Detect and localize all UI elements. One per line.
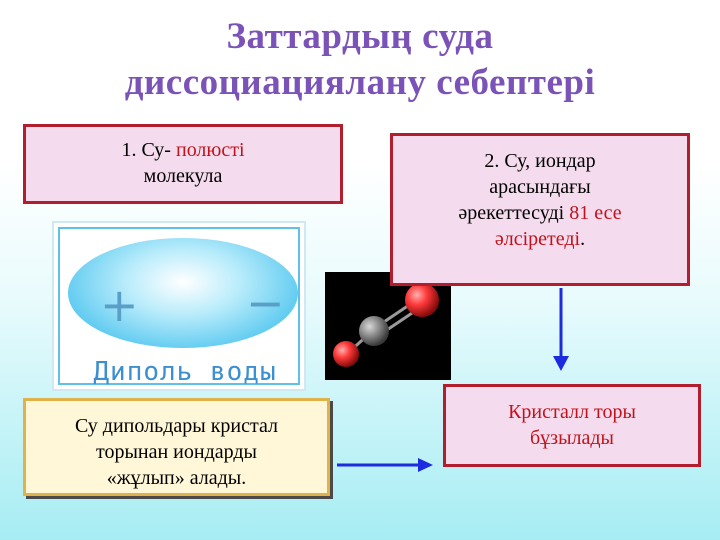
title-line-1: Заттардың суда [226, 16, 494, 57]
box4-line-2: торынан иондарды [95, 441, 257, 463]
box2-line-3-prefix: әрекеттесуді [458, 202, 570, 224]
dipole-ellipse: + − [68, 238, 298, 348]
minus-sign-icon: − [246, 276, 285, 330]
box2-line-2: арасындағы [489, 176, 591, 198]
box1-line-2: молекула [143, 165, 223, 187]
box2-line-3: әрекеттесуді 81 есе [393, 200, 687, 226]
box4-line-3: «жұлып» алады. [106, 467, 247, 489]
box2-line-1: 2. Су, иондар [484, 150, 596, 172]
arrow-right-icon [337, 458, 433, 472]
box1-highlight: полюсті [175, 139, 245, 161]
box1-prefix: 1. Су- [121, 139, 176, 161]
water-dipole-image: + − Диполь воды [52, 221, 306, 391]
box2-line-4: әлсіретеді. [393, 226, 687, 252]
arrow-down-icon [553, 288, 569, 371]
molecule-model-icon [325, 272, 451, 380]
title-line-2: диссоциациялану себептері [124, 62, 596, 103]
slide-title: Заттардың суда диссоциациялану себептері [0, 14, 720, 106]
carbon-atom [359, 316, 389, 346]
box2-line-3-highlight: 81 есе [569, 202, 622, 224]
dipole-frame: + − Диполь воды [58, 227, 300, 387]
molecule-svg [333, 283, 439, 367]
box3-line-2: бұзылады [530, 427, 614, 449]
interaction-weakening-box: 2. Су, иондар арасындағы әрекеттесуді 81… [390, 133, 690, 286]
box2-line-4-suffix: . [580, 228, 586, 250]
box3-line-1: Кристалл торы [508, 401, 636, 423]
dipole-caption: Диполь воды [93, 357, 277, 387]
crystal-breaks-box: Кристалл торы бұзылады [443, 384, 701, 467]
plus-sign-icon: + [100, 278, 139, 332]
oxygen-atom [405, 283, 439, 317]
polar-molecule-line-1: 1. Су- полюсті [26, 137, 340, 163]
box4-line-1: Су дипольдары кристал [74, 415, 279, 437]
box2-line-4-highlight: әлсіретеді [494, 228, 581, 250]
polar-molecule-box: 1. Су- полюсті молекула [23, 124, 343, 204]
dipoles-pull-ions-box: Су дипольдары кристал торынан иондарды «… [23, 398, 330, 496]
red-atom-small [333, 341, 359, 367]
